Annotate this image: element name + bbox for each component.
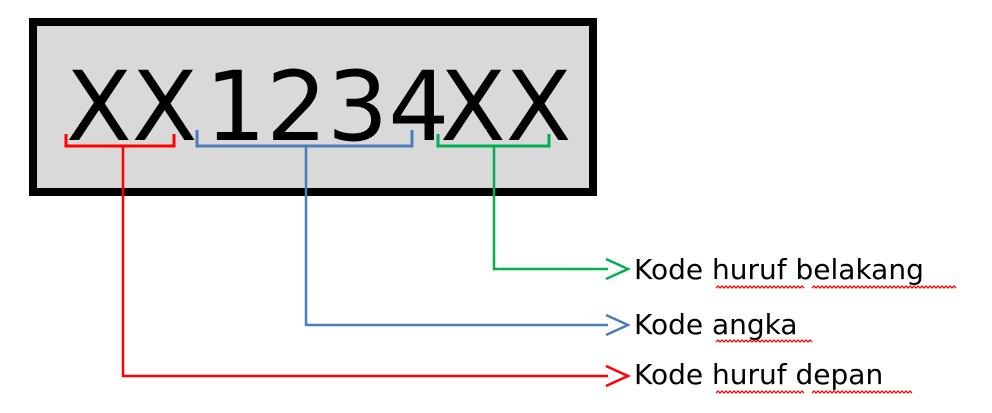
spellcheck-underline-huruf-1 xyxy=(715,285,805,289)
label-numbers: Kode angka xyxy=(634,308,798,341)
back-code-leader xyxy=(492,146,608,271)
label-front-letters: Kode huruf depan xyxy=(634,358,883,391)
front-code-bracket xyxy=(64,134,176,148)
spellcheck-underline-huruf-2 xyxy=(715,390,805,394)
front-code-arrowhead xyxy=(605,364,632,388)
front-code-leader xyxy=(121,146,608,378)
plate-number-code: 1234 xyxy=(205,51,449,163)
back-code-arrowhead xyxy=(605,257,632,281)
number-code-bracket xyxy=(195,130,414,148)
number-code-arrowhead xyxy=(605,313,632,337)
spellcheck-underline-depan xyxy=(811,390,913,394)
license-plate xyxy=(29,18,597,196)
spellcheck-underline-angka xyxy=(715,339,813,343)
spellcheck-underline-belakang xyxy=(811,285,957,289)
plate-front-code: XX xyxy=(66,51,198,163)
label-back-letters: Kode huruf belakang xyxy=(634,253,924,286)
number-code-leader xyxy=(304,146,608,327)
